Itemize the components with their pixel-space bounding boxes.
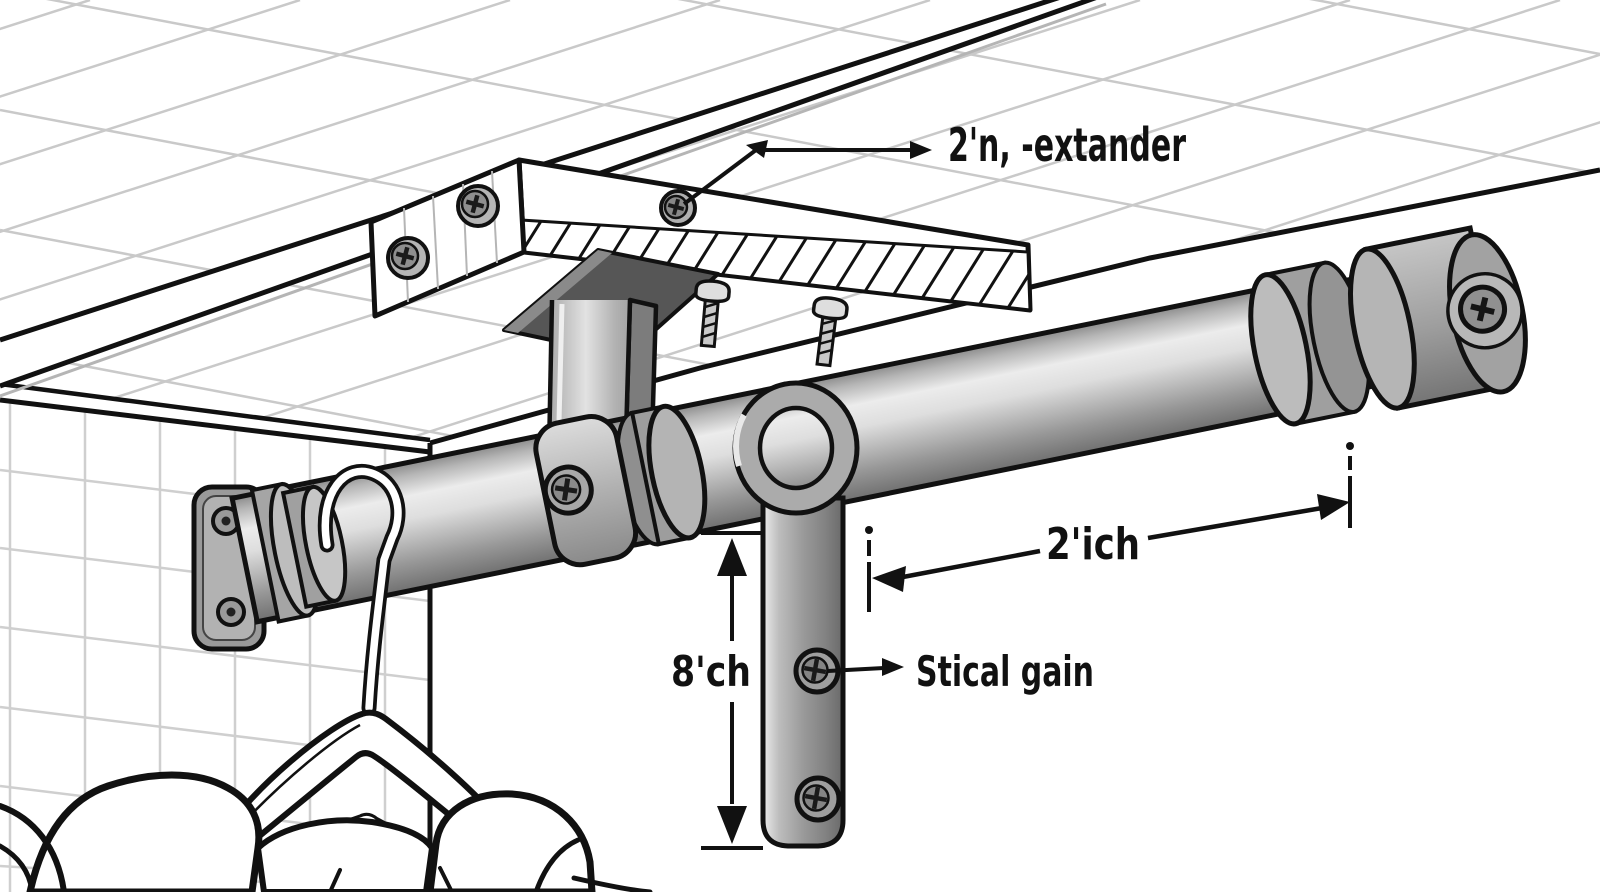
end-cap-screw [1458,284,1508,334]
label-screw: Stical gain [916,647,1094,696]
hanger-hook [317,463,406,716]
flange-screw-bottom [216,597,246,627]
mounting-board [368,157,1033,319]
callout-extender [682,140,932,206]
shirt-right-shoulder [426,790,596,892]
closet-rod [229,225,1528,625]
dimension-drop [701,531,763,850]
shirt [0,771,653,892]
wall-top-upper-edge [0,381,431,443]
clamp-screw [542,464,594,516]
shirt-left-shoulder [26,771,263,892]
rod-end-cap [1348,225,1528,411]
board-end-screw-2 [456,184,500,228]
board-end-screw-1 [386,236,430,280]
strap-screw [793,647,841,695]
strap-screw-lower [794,775,842,823]
rod-clamp [533,414,639,568]
annotation-layer [682,140,1354,850]
loose-screw-2 [811,296,849,368]
board-end-face [368,157,527,319]
label-layer: 2'n, -extander 2'ich 8'ch Stical gain [671,118,1186,696]
callout-screw [827,658,904,676]
shirt-collar [255,817,435,892]
dimension-span [865,442,1354,612]
strap-loop [734,382,858,514]
label-span: 2'ich [1046,519,1140,570]
label-drop: 8'ch [671,647,751,696]
label-extender: 2'n, -extander [948,118,1186,172]
loose-screw-1 [694,279,731,349]
strap-bracket [732,380,860,849]
board-screw [659,189,697,227]
wall-top-lower-edge [0,397,431,455]
